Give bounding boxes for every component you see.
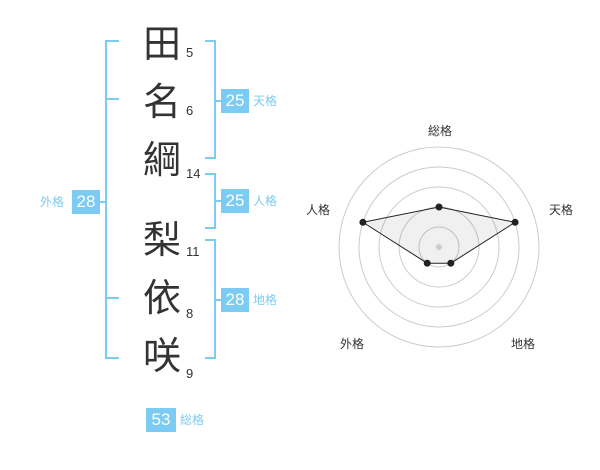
stroke-count-4: 11 (186, 244, 200, 259)
radar-point-5 (359, 218, 367, 226)
name-char-2: 名 (142, 80, 181, 124)
soukaku-label: 総格 (180, 413, 205, 427)
stroke-count-2: 6 (186, 103, 194, 118)
jinkaku-value-badge: 25 (221, 189, 249, 213)
name-char-4: 梨 (142, 218, 181, 262)
radar-point-4 (423, 259, 431, 267)
soukaku-value-badge: 53 (146, 408, 176, 432)
tenkaku-label: 天格 (253, 94, 278, 108)
radar-axis-label-tenkaku: 天格 (549, 203, 574, 217)
name-char-5: 依 (142, 276, 181, 320)
radar-ring-5 (338, 146, 540, 348)
stroke-count-3: 14 (186, 166, 201, 181)
tenkaku-value-badge: 25 (221, 89, 249, 113)
chikaku-label: 地格 (253, 293, 278, 307)
gaikaku-label: 外格 (40, 195, 65, 209)
radar-axis-label-chikaku: 地格 (511, 337, 536, 351)
gaikaku-value-badge: 28 (72, 190, 100, 214)
radar-point-3 (447, 259, 455, 267)
jinkaku-label: 人格 (253, 194, 278, 208)
jinkaku-bracket (205, 173, 221, 229)
radar-axis-label-jinkaku: 人格 (306, 203, 331, 217)
radar-point-1 (435, 203, 443, 211)
radar-axis-label-gaikaku: 外格 (340, 337, 365, 351)
chikaku-value-badge: 28 (221, 288, 249, 312)
radar-value-polygon (361, 206, 517, 264)
gaikaku-bracket (100, 40, 119, 359)
tenkaku-bracket (205, 40, 221, 159)
radar-ring-4 (358, 166, 520, 328)
stroke-count-6: 9 (186, 366, 194, 381)
radar-center-dot (436, 244, 442, 250)
stroke-count-1: 5 (186, 45, 194, 60)
name-char-6: 咲 (142, 334, 181, 378)
radar-ring-3 (378, 186, 500, 308)
chikaku-bracket (205, 239, 221, 359)
stroke-count-5: 8 (186, 306, 194, 321)
radar-point-2 (511, 218, 519, 226)
radar-ring-1 (418, 226, 460, 268)
radar-axis-label-soukaku: 総格 (428, 124, 453, 138)
name-char-1: 田 (142, 22, 181, 66)
name-char-3: 綱 (142, 138, 181, 182)
